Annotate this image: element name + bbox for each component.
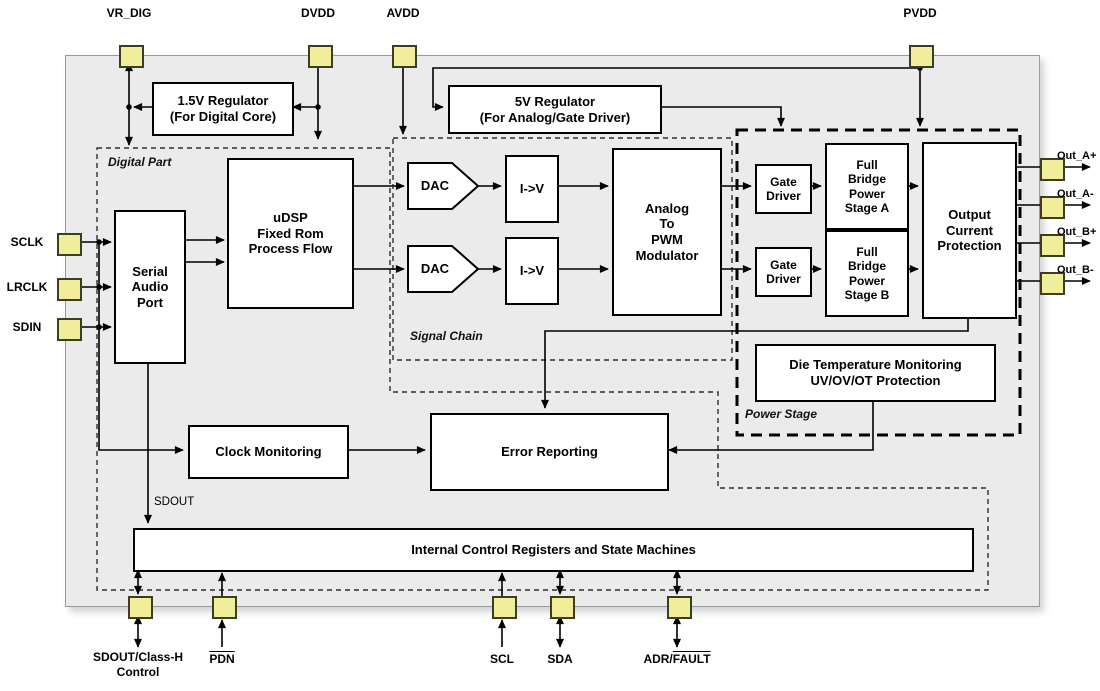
pin-out-b-minus xyxy=(1040,272,1065,295)
pdn-text: PDN xyxy=(209,652,235,666)
regulator5-to-powerstage-wire xyxy=(658,106,785,127)
dac-b-shape xyxy=(407,245,480,293)
pin-sdout-class-h xyxy=(128,596,153,619)
block-full-bridge-a: Full Bridge Power Stage A xyxy=(825,143,909,230)
pin-label-pvdd: PVDD xyxy=(903,6,937,20)
pin-label-pdn: PDN xyxy=(202,652,242,667)
block-serial-audio-port: Serial Audio Port xyxy=(114,210,186,364)
block-i-to-v-b: I->V xyxy=(505,237,559,305)
left-pin-wires xyxy=(78,238,184,454)
pin-label-vr-dig: VR_DIG xyxy=(106,6,152,20)
block-die-temp-monitoring: Die Temperature Monitoring UV/OV/OT Prot… xyxy=(755,344,996,402)
pin-label-sdin: SDIN xyxy=(12,320,42,334)
pin-label-out-a-minus: Out_A- xyxy=(1057,188,1094,200)
pin-pvdd xyxy=(909,45,934,68)
block-clock-monitoring: Clock Monitoring xyxy=(188,425,349,479)
fault-text: FAULT xyxy=(672,652,711,666)
pin-label-sdout-class-h: SDOUT/Class-H Control xyxy=(92,650,184,679)
dac-shapes xyxy=(407,162,480,293)
ocp-to-error-wire xyxy=(541,315,969,409)
junction-dot xyxy=(96,324,102,330)
region-label-digital-part: Digital Part xyxy=(108,155,172,169)
region-label-signal-chain: Signal Chain xyxy=(410,329,483,343)
pin-lrclk xyxy=(57,278,82,301)
clock-bus-wire xyxy=(98,242,184,454)
output-wires xyxy=(1013,163,1091,285)
pin-out-a-plus xyxy=(1040,158,1065,181)
power-stage-border xyxy=(735,128,1022,437)
pvdd-to-regulator5-wire xyxy=(432,67,920,111)
block-udsp: uDSP Fixed Rom Process Flow xyxy=(227,158,354,309)
pin-out-a-minus xyxy=(1040,196,1065,219)
bottom-pin-wires xyxy=(134,569,681,648)
pin-label-adr-fault: ADR/FAULT xyxy=(617,652,737,667)
junction-dot xyxy=(96,239,102,245)
pin-vr-dig xyxy=(119,45,144,68)
block-regulator-1v5: 1.5V Regulator (For Digital Core) xyxy=(152,82,294,136)
pin-label-out-b-plus: Out_B+ xyxy=(1057,226,1097,238)
signal-chain-border xyxy=(392,137,733,361)
region-borders xyxy=(96,128,1022,591)
pin-scl xyxy=(492,596,517,619)
digital-part-border xyxy=(96,147,989,591)
pin-out-b-plus xyxy=(1040,234,1065,257)
pin-adr-fault xyxy=(667,596,692,619)
pin-label-sda: SDA xyxy=(547,652,573,666)
pin-dvdd xyxy=(308,45,333,68)
pin-sda xyxy=(550,596,575,619)
pin-label-dvdd: DVDD xyxy=(300,6,335,20)
block-full-bridge-b: Full Bridge Power Stage B xyxy=(825,230,909,317)
monitoring-wires xyxy=(144,315,969,524)
block-gate-driver-a: Gate Driver xyxy=(755,164,812,214)
block-control-registers: Internal Control Registers and State Mac… xyxy=(133,528,974,572)
junction-dot xyxy=(315,104,321,110)
block-regulator-5v: 5V Regulator (For Analog/Gate Driver) xyxy=(448,85,662,134)
pin-avdd xyxy=(392,45,417,68)
junction-dot xyxy=(96,284,102,290)
junction-dot xyxy=(126,104,132,110)
pin-pdn xyxy=(212,596,237,619)
block-error-reporting: Error Reporting xyxy=(430,413,669,491)
block-output-current-protection: Output Current Protection xyxy=(922,142,1017,319)
region-label-power-stage: Power Stage xyxy=(745,407,818,421)
power-wires xyxy=(125,62,924,146)
dac-a-shape xyxy=(407,162,480,210)
block-dac-a: DAC xyxy=(420,178,450,193)
adr-text: ADR/ xyxy=(643,652,673,666)
pin-label-scl: SCL xyxy=(490,652,514,666)
pin-label-lrclk: LRCLK xyxy=(6,280,48,294)
pin-sclk xyxy=(57,233,82,256)
pin-sdin xyxy=(57,318,82,341)
block-dac-b: DAC xyxy=(420,261,450,276)
block-i-to-v-a: I->V xyxy=(505,155,559,223)
block-analog-pwm-modulator: Analog To PWM Modulator xyxy=(612,148,722,316)
block-gate-driver-b: Gate Driver xyxy=(755,247,812,297)
pin-label-out-b-minus: Out_B- xyxy=(1057,264,1094,276)
pin-label-avdd: AVDD xyxy=(386,6,420,20)
dietemp-to-error-wire xyxy=(668,398,874,454)
net-label-sdout: SDOUT xyxy=(154,496,195,508)
pin-label-sclk: SCLK xyxy=(10,235,44,249)
signal-path-arrows xyxy=(182,182,919,273)
pin-label-out-a-plus: Out_A+ xyxy=(1057,150,1097,162)
